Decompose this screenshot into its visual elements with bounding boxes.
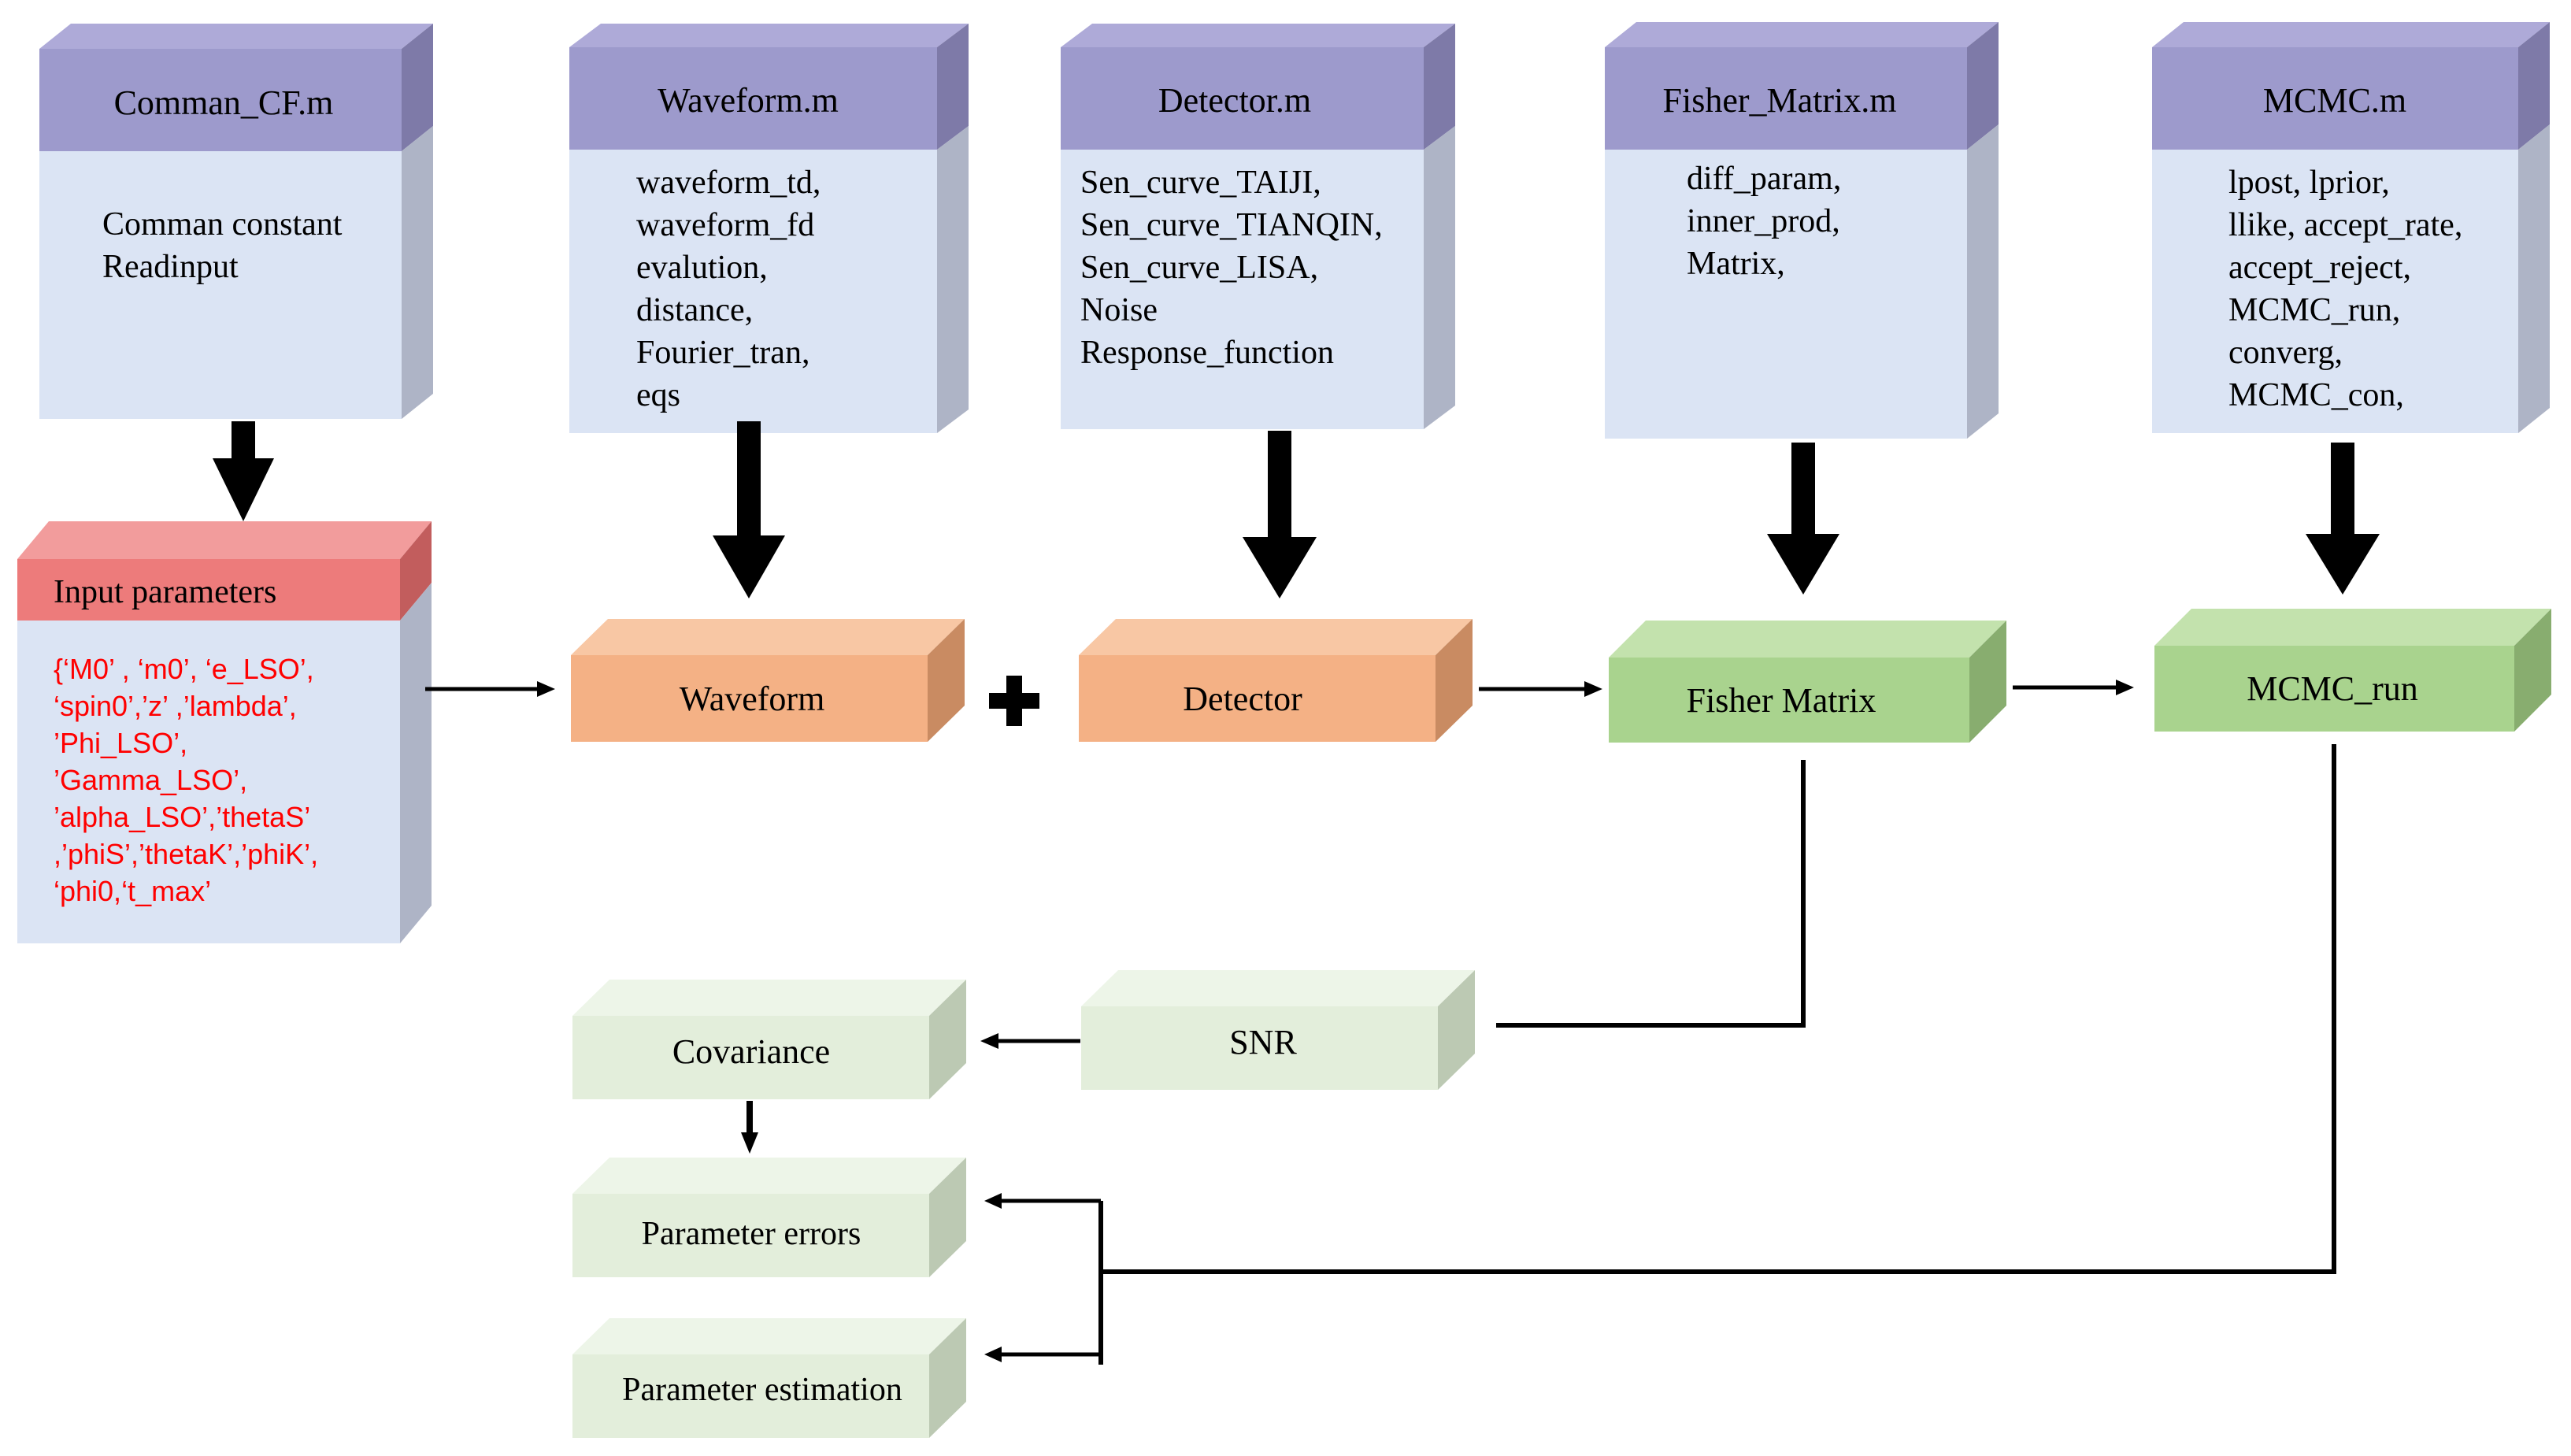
module-line: waveform_td, bbox=[636, 165, 821, 201]
arrow-snr-to-covariance bbox=[980, 1033, 1080, 1049]
thick-arrow-comman-to-input bbox=[213, 421, 274, 521]
input-line: {‘M0’ , ‘m0’, ‘e_LSO’, bbox=[54, 653, 314, 685]
parameter-errors-label: Parameter errors bbox=[642, 1216, 861, 1252]
arrow-input-to-waveform bbox=[425, 681, 555, 697]
input-line: ’Phi_LSO’, bbox=[54, 727, 187, 759]
module-line: Comman constant bbox=[102, 206, 343, 243]
module-line: evalution, bbox=[636, 250, 768, 286]
module-title: Fisher_Matrix.m bbox=[1663, 81, 1897, 120]
arrow-covariance-to-errors bbox=[741, 1101, 758, 1154]
mcmc-run-label: MCMC_run bbox=[2247, 669, 2418, 708]
thick-arrow-waveform-module-to-block bbox=[713, 421, 785, 598]
module-title: Detector.m bbox=[1158, 81, 1311, 120]
parameter-estimation-block: Parameter estimation bbox=[572, 1318, 966, 1438]
parameter-estimation-label: Parameter estimation bbox=[622, 1372, 902, 1408]
module-line: Sen_curve_LISA, bbox=[1080, 250, 1318, 286]
module-line: Noise bbox=[1080, 292, 1158, 328]
module-line: accept_reject, bbox=[2228, 250, 2411, 286]
module-title: MCMC.m bbox=[2263, 81, 2406, 120]
plus-sign bbox=[989, 676, 1039, 726]
module-line: Fourier_tran, bbox=[636, 335, 809, 371]
module-waveform-m: Waveform.m waveform_td, waveform_fd eval… bbox=[569, 24, 969, 433]
module-line: waveform_fd bbox=[636, 207, 814, 243]
thick-arrow-mcmc-module-to-block bbox=[2306, 443, 2380, 595]
detector-block: Detector bbox=[1079, 619, 1473, 742]
fisher-matrix-label: Fisher Matrix bbox=[1687, 681, 1876, 720]
input-line: ’alpha_LSO’,’thetaS’ bbox=[54, 801, 310, 833]
module-line: Sen_curve_TIANQIN, bbox=[1080, 207, 1383, 243]
module-line: eqs bbox=[636, 377, 680, 413]
waveform-block: Waveform bbox=[571, 619, 965, 742]
module-fisher-matrix-m: Fisher_Matrix.m diff_param, inner_prod, … bbox=[1605, 22, 1999, 439]
thick-arrow-fisher-module-to-block bbox=[1767, 443, 1839, 595]
input-title: Input parameters bbox=[54, 574, 276, 610]
snr-block: SNR bbox=[1081, 970, 1475, 1090]
module-line: distance, bbox=[636, 292, 753, 328]
module-line: diff_param, bbox=[1687, 161, 1841, 197]
module-comman-cf: Comman_CF.m Comman constant Readinput bbox=[39, 24, 433, 419]
detector-label: Detector bbox=[1183, 680, 1302, 718]
snr-label: SNR bbox=[1229, 1023, 1297, 1061]
module-line: Sen_curve_TAIJI, bbox=[1080, 165, 1321, 201]
line-fisher-to-snr bbox=[1496, 760, 1806, 1028]
covariance-block: Covariance bbox=[572, 980, 966, 1099]
arrow-detector-to-fisher bbox=[1479, 681, 1602, 697]
module-detector-m: Detector.m Sen_curve_TAIJI, Sen_curve_TI… bbox=[1061, 24, 1455, 429]
module-line: MCMC_run, bbox=[2228, 292, 2400, 328]
module-title: Waveform.m bbox=[658, 81, 839, 120]
input-line: ,’phiS’,’thetaK’,’phiK’, bbox=[54, 838, 318, 870]
fisher-matrix-block: Fisher Matrix bbox=[1609, 621, 2006, 743]
module-line: lpost, lprior, bbox=[2228, 165, 2390, 201]
waveform-label: Waveform bbox=[680, 680, 825, 718]
module-line: MCMC_con, bbox=[2228, 377, 2404, 413]
input-parameters-box: Input parameters {‘M0’ , ‘m0’, ‘e_LSO’, … bbox=[17, 521, 432, 943]
input-line: ‘spin0’,’z’ ,’lambda’, bbox=[54, 690, 297, 722]
line-mcmc-to-outputs bbox=[984, 744, 2336, 1365]
input-line: ‘phi0,‘t_max’ bbox=[54, 875, 211, 907]
module-line: inner_prod, bbox=[1687, 203, 1840, 239]
covariance-label: Covariance bbox=[672, 1032, 830, 1071]
parameter-errors-block: Parameter errors bbox=[572, 1158, 966, 1277]
module-line: Readinput bbox=[102, 249, 239, 285]
module-line: Response_function bbox=[1080, 335, 1334, 371]
module-mcmc-m: MCMC.m lpost, lprior, llike, accept_rate… bbox=[2152, 22, 2550, 433]
module-line: converg, bbox=[2228, 335, 2343, 371]
arrow-fisher-to-mcmc bbox=[2013, 680, 2134, 695]
mcmc-run-block: MCMC_run bbox=[2154, 609, 2551, 732]
module-title: Comman_CF.m bbox=[114, 83, 334, 122]
module-line: llike, accept_rate, bbox=[2228, 207, 2462, 243]
input-line: ’Gamma_LSO’, bbox=[54, 764, 247, 796]
module-line: Matrix, bbox=[1687, 246, 1785, 282]
thick-arrow-detector-module-to-block bbox=[1243, 431, 1317, 598]
